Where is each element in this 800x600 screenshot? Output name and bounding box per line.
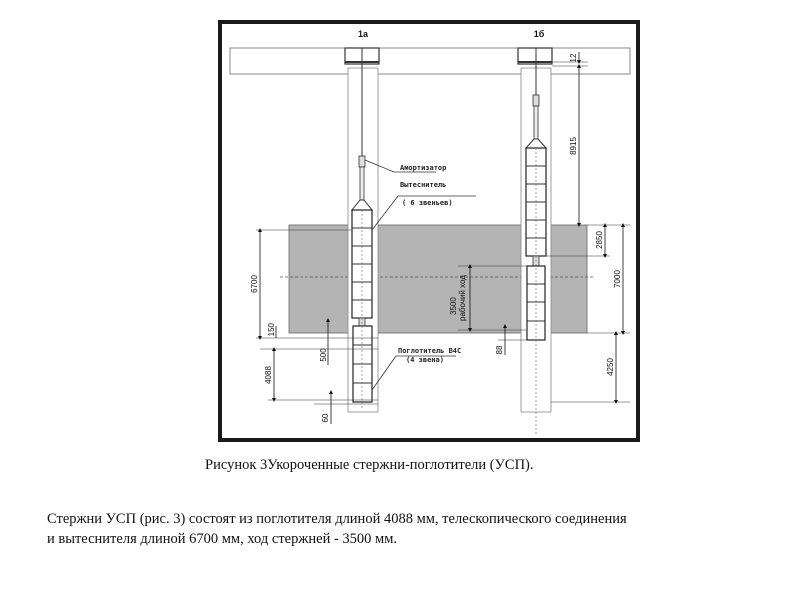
dimensions-left: 6700 150 4088 500 60 [250,228,378,424]
svg-text:60: 60 [321,413,330,422]
callout-absorber: Поглотитель B4C (4 звена) [371,347,461,391]
svg-text:150: 150 [267,322,276,336]
svg-text:рабочий ход: рабочий ход [458,275,467,321]
svg-text:12: 12 [569,53,578,62]
svg-text:3500: 3500 [449,297,458,315]
svg-text:4088: 4088 [264,366,273,384]
svg-text:Вытеснитель: Вытеснитель [400,181,446,189]
callout-displacer: Вытеснитель ( 6 звеньев) [371,181,476,231]
svg-text:( 6 звеньев): ( 6 звеньев) [402,199,453,207]
figure-caption: Рисунок 3Укороченные стержни-поглотители… [205,457,534,473]
rod-1b-label: 1б [534,29,545,39]
svg-text:2850: 2850 [595,231,604,249]
svg-text:500: 500 [319,348,328,362]
body-line-2: и вытеснителя длиной 6700 мм, ход стержн… [47,531,398,547]
svg-text:4250: 4250 [606,358,615,376]
svg-text:6700: 6700 [250,275,259,293]
rod-1b: 1б [517,29,553,435]
svg-text:88: 88 [495,345,504,354]
body-paragraph: Стержни УСП (рис. 3) состоят из поглотит… [47,509,777,549]
svg-text:8915: 8915 [569,137,578,155]
svg-text:Поглотитель B4C: Поглотитель B4C [398,347,461,355]
body-line-1: Стержни УСП (рис. 3) состоят из поглотит… [47,511,627,527]
rod-1a-label: 1а [358,29,369,39]
svg-text:Амортизатор: Амортизатор [400,164,446,172]
rod-1a: 1а [344,29,380,413]
absorber-1a [352,325,373,403]
rod-diagram: 1а 1б [218,20,640,442]
svg-text:(4 звена): (4 звена) [406,356,444,364]
dimensions-right: 12 8915 2850 7000 4250 3500 рабочий ход … [449,52,630,404]
svg-text:7000: 7000 [613,270,622,288]
damper [358,155,366,168]
top-beam [229,47,631,75]
callout-damper: Амортизатор [364,159,446,173]
